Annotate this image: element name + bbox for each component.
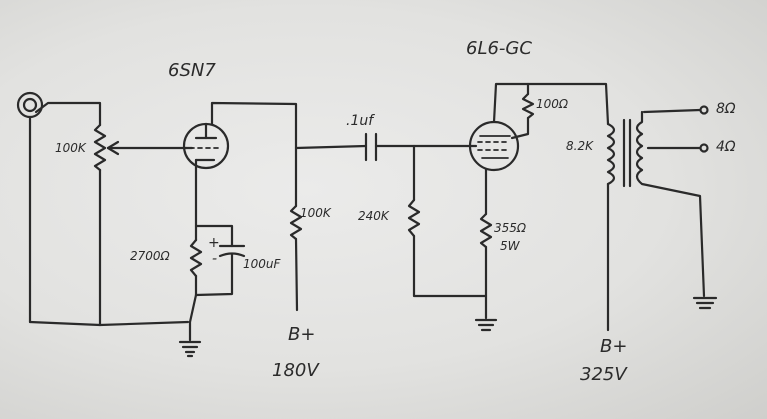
cap-minus-sign: - xyxy=(212,251,218,267)
plate-resistor-label: 100K xyxy=(300,206,331,220)
ground-icon xyxy=(178,340,202,358)
transformer-secondary-symbol xyxy=(635,108,706,298)
speaker-terminal-8-icon xyxy=(699,105,709,115)
output-cathode-wattage-label: 5W xyxy=(500,239,520,253)
ground-bus xyxy=(28,320,190,327)
coupling-wire-left xyxy=(294,144,368,150)
transformer-core-symbol xyxy=(622,118,632,188)
output-tube-label: 6L6-GC xyxy=(466,38,532,59)
grid-resistor-symbol xyxy=(407,144,488,298)
transformer-primary-label: 8.2K xyxy=(566,139,593,153)
output-cathode-resistor-label: 355Ω xyxy=(494,221,527,235)
screen-resistor-label: 100Ω xyxy=(536,97,569,111)
output-tube-symbol xyxy=(468,120,520,172)
preamp-plate-wire xyxy=(210,101,298,208)
tap-4-label: 4Ω xyxy=(716,139,736,155)
coupling-cap-symbol xyxy=(364,132,378,162)
ground-icon xyxy=(692,296,718,310)
coupling-cap-label: .1uf xyxy=(346,113,374,129)
output-cathode-resistor-symbol xyxy=(479,212,493,320)
tap-8-label: 8Ω xyxy=(716,101,736,117)
cathode-resistor-label: 2700Ω xyxy=(130,249,170,263)
b-plus-1-voltage: 180V xyxy=(272,360,319,381)
cathode-resistor-symbol xyxy=(189,238,203,297)
preamp-tube-symbol xyxy=(182,122,230,170)
transformer-primary-symbol xyxy=(606,122,616,332)
preamp-tube-label: 6SN7 xyxy=(168,60,216,81)
cathode-ground-wire xyxy=(188,293,198,342)
plate-resistor-symbol xyxy=(289,204,303,312)
cathode-cap-label: 100uF xyxy=(243,257,281,271)
output-plate-wire xyxy=(492,82,610,126)
volume-pot-label: 100K xyxy=(55,141,86,155)
grid-resistor-label: 240K xyxy=(358,209,389,223)
b-plus-2-voltage: 325V xyxy=(580,364,627,385)
b-plus-2-label: B+ xyxy=(600,336,628,357)
input-jack-icon xyxy=(16,91,44,119)
speaker-terminal-4-icon xyxy=(699,143,709,153)
b-plus-1-label: B+ xyxy=(288,324,316,345)
screen-resistor-symbol xyxy=(510,82,535,140)
cathode-cap-symbol xyxy=(194,224,246,297)
input-signal-wire xyxy=(34,101,102,127)
cap-plus-sign: + xyxy=(208,235,220,251)
ground-icon xyxy=(474,318,498,332)
volume-pot-symbol xyxy=(93,123,188,327)
